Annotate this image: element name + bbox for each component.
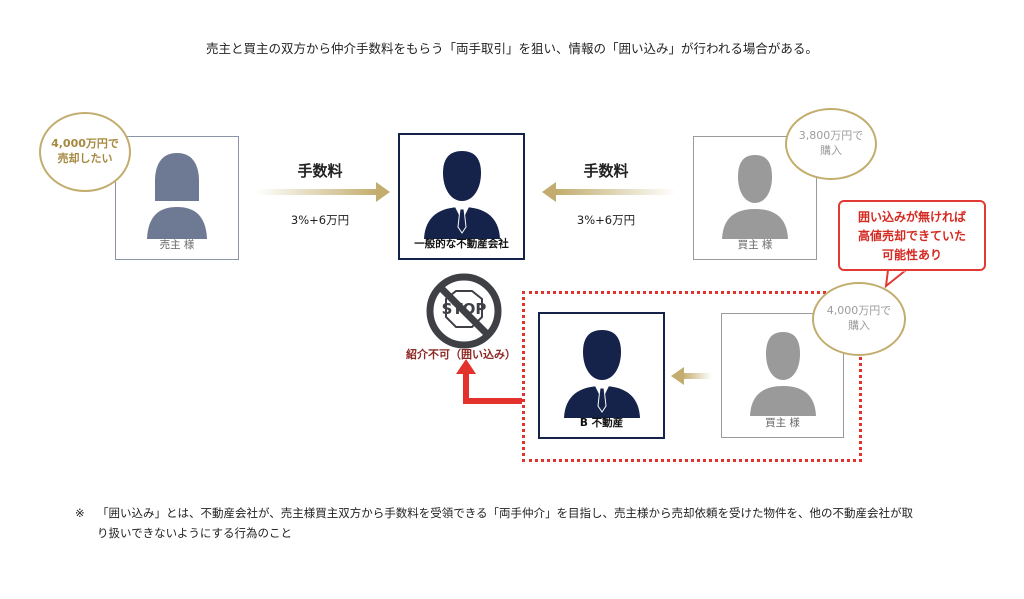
- blocked-referral-arrow: [456, 359, 522, 404]
- high-price-callout: 囲い込みが無ければ 高値売却できていた 可能性あり: [838, 200, 986, 271]
- general-agent-box: 一般的な不動産会社: [398, 133, 525, 260]
- buyer-bottom-label: 買主 様: [765, 417, 800, 429]
- businessman-icon: [563, 330, 640, 418]
- callout-tail: [884, 268, 909, 289]
- fee-title-right: 手数料: [583, 162, 629, 180]
- enclosure-dotted-frame: [522, 291, 862, 462]
- stop-label: 紹介不可（囲い込み）: [406, 348, 516, 361]
- footnote-mark: ※: [75, 506, 85, 520]
- agent-b-box: B 不動産: [538, 312, 665, 439]
- fee-arrow-left: [256, 182, 390, 202]
- diagram-caption: 売主と買主の双方から仲介手数料をもらう「両手取引」を狙い、情報の「囲い込み」が行…: [206, 41, 818, 56]
- agent-b-label: B 不動産: [579, 417, 624, 429]
- fee-rate-right: 3%+6万円: [576, 213, 636, 227]
- fee-arrow-right: [542, 182, 676, 202]
- female-person-icon: [147, 153, 207, 239]
- footnote-line-2: り扱いできないようにする行為のこと: [97, 525, 293, 540]
- buyer-bottom-price-bubble: 4,000万円で 購入: [812, 282, 906, 356]
- businessman-icon: [423, 151, 500, 239]
- seller-box: 売主 様: [115, 136, 239, 260]
- fee-rate-left: 3%+6万円: [290, 213, 350, 227]
- buyer-bottom-box: 買主 様: [721, 313, 844, 438]
- male-person-icon: [722, 155, 788, 239]
- buyer-top-label: 買主 様: [737, 239, 773, 251]
- buyer-top-price-bubble: 3,800万円で 購入: [785, 108, 877, 180]
- seller-price-bubble: 4,000万円で 売却したい: [39, 112, 131, 192]
- stop-sign-icon: STOP: [426, 273, 502, 349]
- male-person-icon: [749, 332, 816, 416]
- footnote-line-1: 「囲い込み」とは、不動産会社が、売主様買主双方から手数料を受領できる「両手仲介」…: [97, 506, 914, 520]
- seller-label: 売主 様: [159, 239, 195, 251]
- buyer-to-b-arrow: [671, 367, 712, 385]
- fee-title-left: 手数料: [297, 162, 343, 180]
- footnote-text: 「囲い込み」とは、不動産会社が、売主様買主双方から手数料を受領できる「両手仲介」…: [97, 504, 977, 543]
- general-agent-label: 一般的な不動産会社: [414, 238, 509, 250]
